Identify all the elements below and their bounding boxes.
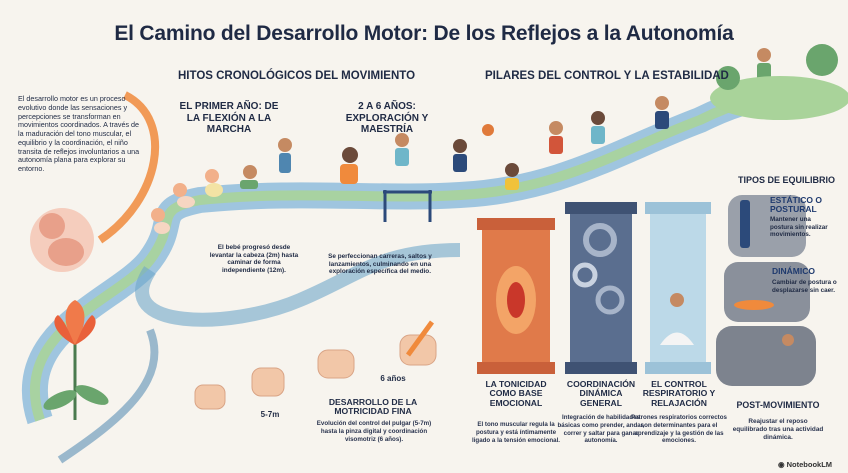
equilibrio-heading: TIPOS DE EQUILIBRIO <box>738 175 836 185</box>
fine-motor-title: DESARROLLO DE LA MOTRICIDAD FINA <box>328 397 418 417</box>
pencil-icon <box>405 320 435 357</box>
fine-motor-label-6-anos: 6 años <box>380 374 406 383</box>
fine-motor-text: Evolución del control del pulgar (5-7m) … <box>316 420 432 443</box>
pillar-text-tonicidad: El tono muscular regula la postura y est… <box>471 421 561 444</box>
pillar-title-respiratorio: EL CONTROL RESPIRATORIO Y RELAJACIÓN <box>642 379 716 408</box>
equilibrio-dynamic-text: Cambiar de postura o desplazarse sin cae… <box>772 279 837 294</box>
hurdle-icon <box>383 190 432 222</box>
pillar-text-coordinacion: Integración de habilidades básicas como … <box>557 414 645 445</box>
embryo-illustration <box>30 208 94 272</box>
equilibrio-dynamic-title: DINÁMICO <box>772 266 815 276</box>
pillar-title-coordinacion: COORDINACIÓN DINÁMICA GENERAL <box>566 379 636 408</box>
pillar-tonicidad <box>477 218 555 374</box>
children-sequence <box>151 48 771 234</box>
pillar-text-respiratorio: Patrones respiratorios correctos son det… <box>631 414 727 445</box>
pillar-coordinacion <box>565 202 637 374</box>
equilibrio-static-text: Mantener una postura sin realizar movimi… <box>770 216 828 239</box>
section-hitos-heading: HITOS CRONOLÓGICOS DEL MOVIMIENTO <box>178 70 416 82</box>
hill-illustration <box>710 44 848 120</box>
hands-illustration <box>194 334 437 410</box>
equilibrium-stones <box>716 195 816 386</box>
equilibrio-static-title: ESTÁTICO O POSTURAL <box>770 195 822 215</box>
stage-two-six-title: 2 A 6 AÑOS: EXPLORACIÓN Y MAESTRÍA <box>345 101 429 135</box>
fine-motor-label-5-7m: 5-7m <box>260 410 280 419</box>
stage-first-year-text: El bebé progresó desde levantar la cabez… <box>209 244 299 275</box>
plant-illustration <box>43 300 109 420</box>
stage-two-six-text: Se perfeccionan carreras, saltos y lanza… <box>328 253 432 276</box>
brand-name: NotebookLM <box>786 460 833 469</box>
brand-icon: ◉ <box>778 460 787 469</box>
orange-swirl <box>97 91 160 244</box>
page-title: El Camino del Desarrollo Motor: De los R… <box>114 22 734 45</box>
pillar-respiratorio <box>645 202 711 374</box>
equilibrio-post-text: Reajustar el reposo equilibrado tras una… <box>732 418 824 441</box>
equilibrio-post-title: POST-MOVIMIENTO <box>736 400 820 410</box>
brand-watermark: ◉ NotebookLM <box>778 460 832 469</box>
stage-first-year-title: EL PRIMER AÑO: DE LA FLEXIÓN A LA MARCHA <box>179 101 279 135</box>
intro-paragraph: El desarrollo motor es un proceso evolut… <box>18 94 140 174</box>
section-pilares-heading: PILARES DEL CONTROL Y LA ESTABILIDAD <box>485 70 729 82</box>
pillar-title-tonicidad: LA TONICIDAD COMO BASE EMOCIONAL <box>485 379 547 408</box>
